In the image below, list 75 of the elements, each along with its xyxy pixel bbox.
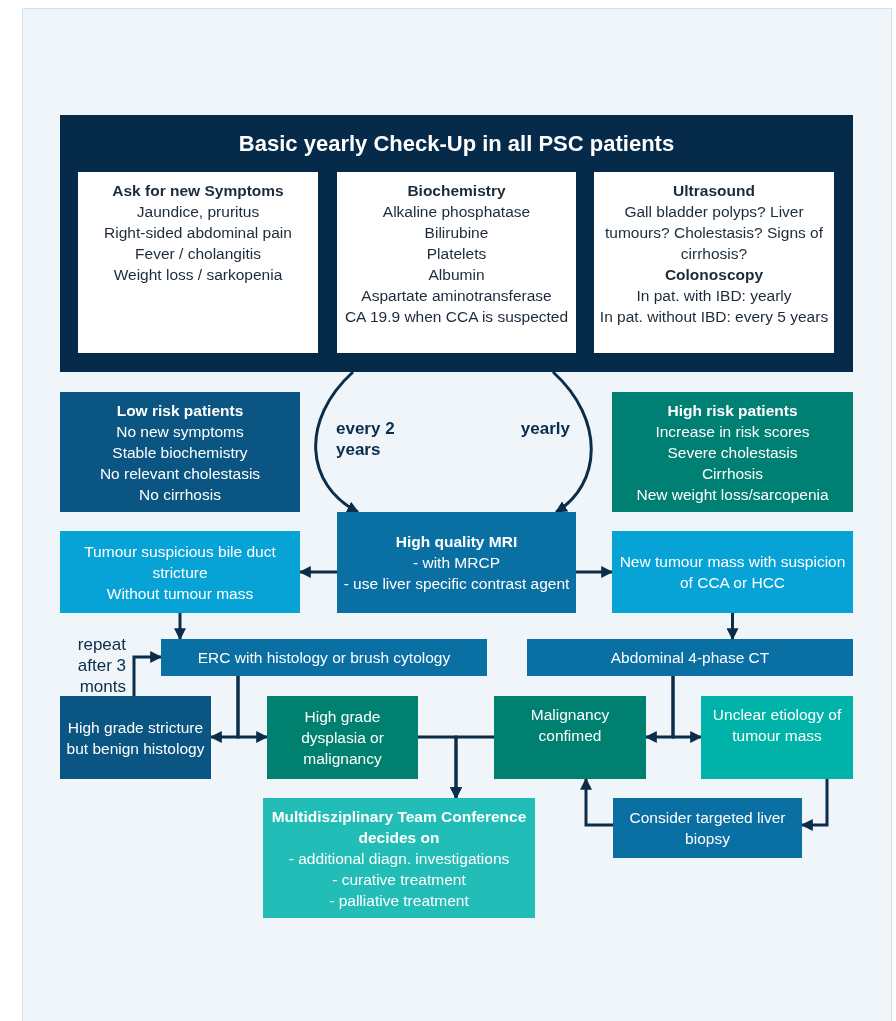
box-text: Unclear etiology of tumour mass [711, 705, 843, 746]
box-text: Without tumour mass [106, 583, 254, 604]
box-text: Cirrhosis [701, 463, 764, 484]
box-text: In pat. with IBD: yearly [636, 286, 792, 306]
box-text: Consider targeted liver biopsy [628, 808, 787, 849]
process-box [494, 696, 646, 779]
edge-label: yearly [519, 418, 570, 439]
box-text: Fever / cholangitis [135, 244, 261, 264]
box-heading: Ask for new Symptoms [112, 181, 284, 201]
edge-label: every 2 years [336, 418, 396, 460]
process-box [161, 639, 487, 676]
box-text: Alkaline phosphatase [382, 202, 531, 222]
box-text: No cirrhosis [139, 484, 221, 505]
process-box [612, 531, 853, 613]
box-text: Tumour suspicious bile duct stricture [83, 541, 277, 583]
box-text: No new symptoms [116, 421, 244, 442]
process-box [612, 392, 853, 512]
process-box [337, 512, 576, 613]
box-text: Gall bladder polyps? Liver tumours? Cholestasis? Signs of cirrhosis? [604, 202, 824, 264]
panel-title: Basic yearly Check-Up in all PSC patients [238, 130, 675, 158]
arrow [551, 370, 593, 514]
box-heading: Colonoscopy [664, 265, 764, 285]
box-heading: Multidisziplinary Team Conference decides on [270, 806, 528, 848]
box-text: Bilirubine [424, 223, 489, 243]
box-text: - palliative treatment [329, 890, 469, 911]
process-box [527, 639, 853, 676]
edge-label: repeat after 3 monts [76, 634, 126, 697]
box-text: Albumin [428, 265, 485, 285]
arrow [314, 370, 359, 514]
arrow [671, 676, 703, 743]
arrow [576, 566, 614, 578]
box-text: Aspartate aminotransferase [361, 286, 552, 306]
process-box [337, 172, 576, 353]
box-text: - curative treatment [332, 869, 466, 890]
box-text: High grade dysplasia or malignancy [300, 707, 385, 769]
box-heading: Low risk patients [116, 400, 244, 421]
box-text: - additional diagn. investigations [288, 848, 510, 869]
box-text: Right-sided abdominal pain [104, 223, 292, 243]
box-text: Increase in risk scores [655, 421, 810, 442]
box-text: Platelets [426, 244, 487, 264]
box-text: New weight loss/sarcopenia [636, 484, 829, 505]
box-text: New tumour mass with suspicion of CCA or HCC [618, 552, 847, 593]
box-heading: Biochemistry [407, 181, 506, 201]
arrow [236, 676, 269, 743]
process-box [613, 798, 802, 858]
process-box [60, 392, 300, 512]
process-box [60, 531, 300, 613]
process-box [78, 172, 318, 353]
process-box [701, 696, 853, 779]
box-heading: High quality MRI [395, 532, 518, 552]
box-text: Abdominal 4-phase CT [610, 648, 770, 668]
arrow [132, 651, 163, 696]
arrow [726, 613, 739, 641]
box-text: Stable biochemistry [112, 442, 248, 463]
box-text: High grade stricture but benign histology [66, 717, 205, 759]
process-box [263, 798, 535, 918]
box-text: CA 19.9 when CCA is suspected [344, 307, 569, 327]
box-text: In pat. without IBD: every 5 years [599, 307, 829, 327]
box-heading: High risk patients [667, 400, 798, 421]
box-text: No relevant cholestasis [99, 463, 261, 484]
arrow [580, 777, 613, 827]
process-box [60, 696, 211, 779]
box-text: - with MRCP [413, 553, 500, 573]
box-text: - use liver specific contrast agent [343, 574, 570, 594]
process-box [594, 172, 834, 353]
box-text: Malignancy confimed [529, 705, 611, 746]
process-box [267, 696, 418, 779]
box-heading: Ultrasound [673, 181, 755, 201]
arrow [174, 613, 186, 641]
section-panel [60, 115, 853, 372]
arrow [450, 735, 494, 800]
box-text: Weight loss / sarkopenia [113, 265, 283, 285]
box-text: Severe cholestasis [667, 442, 798, 463]
box-text: Jaundice, pruritus [136, 202, 260, 222]
box-text: ERC with histology or brush cytology [197, 648, 451, 668]
